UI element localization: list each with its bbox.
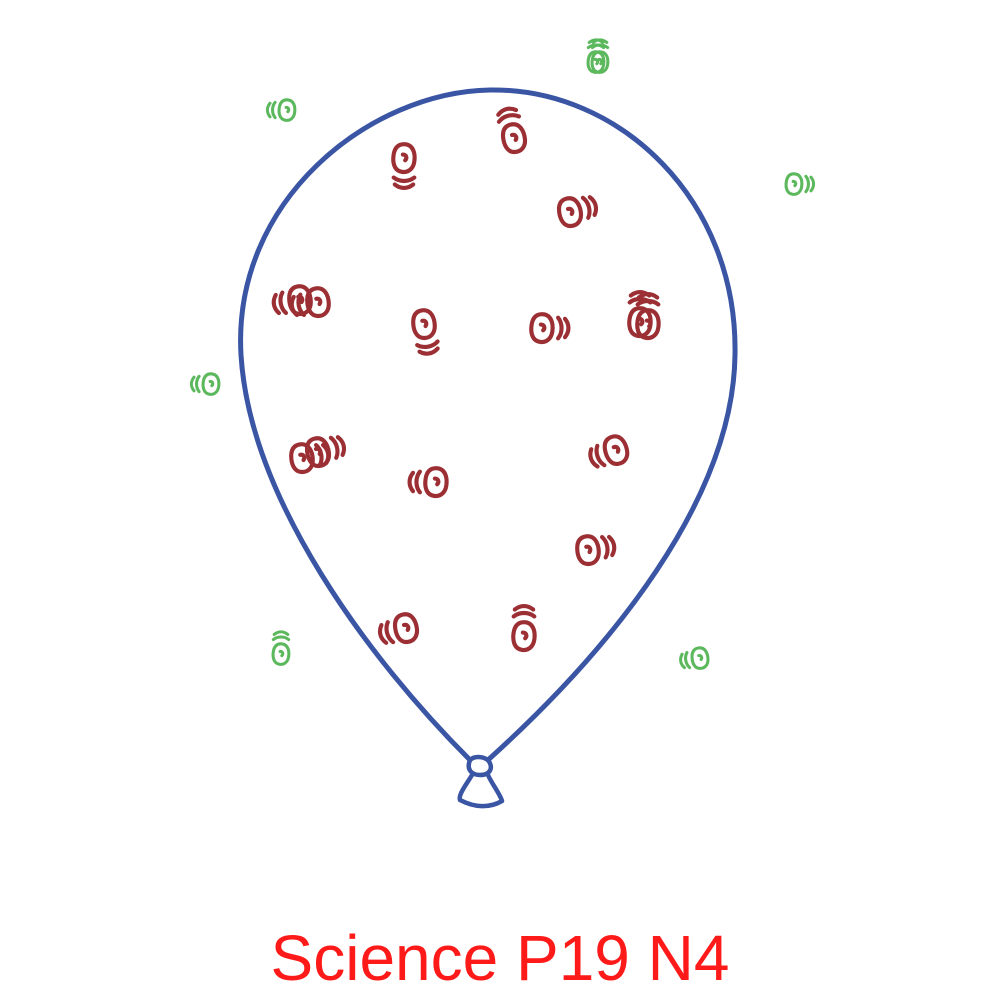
outside-particle: [271, 630, 291, 666]
outside-particle: [265, 98, 297, 122]
outside-particle: [679, 646, 710, 670]
inside-particle: [511, 604, 537, 653]
inside-particle: [407, 466, 449, 499]
figure-caption: Science P19 N4: [270, 922, 730, 994]
balloon-outline: [238, 87, 738, 763]
inside-particle: [496, 106, 528, 154]
balloon-knot: [457, 754, 505, 809]
inside-particle: [588, 434, 630, 469]
inside-particle: [271, 284, 313, 317]
inside-particle: [289, 442, 331, 475]
inside-particle: [411, 308, 440, 356]
outside-particle: [784, 172, 816, 196]
inside-particle: [529, 312, 571, 345]
outside-particle: [590, 38, 610, 74]
inside-particle: [575, 534, 617, 567]
inside-particle: [627, 290, 653, 339]
inside-particle: [391, 142, 417, 190]
particle-layer: [189, 38, 816, 670]
outside-particle: [189, 372, 221, 396]
inside-particle: [377, 612, 420, 645]
inside-particle: [556, 195, 599, 228]
